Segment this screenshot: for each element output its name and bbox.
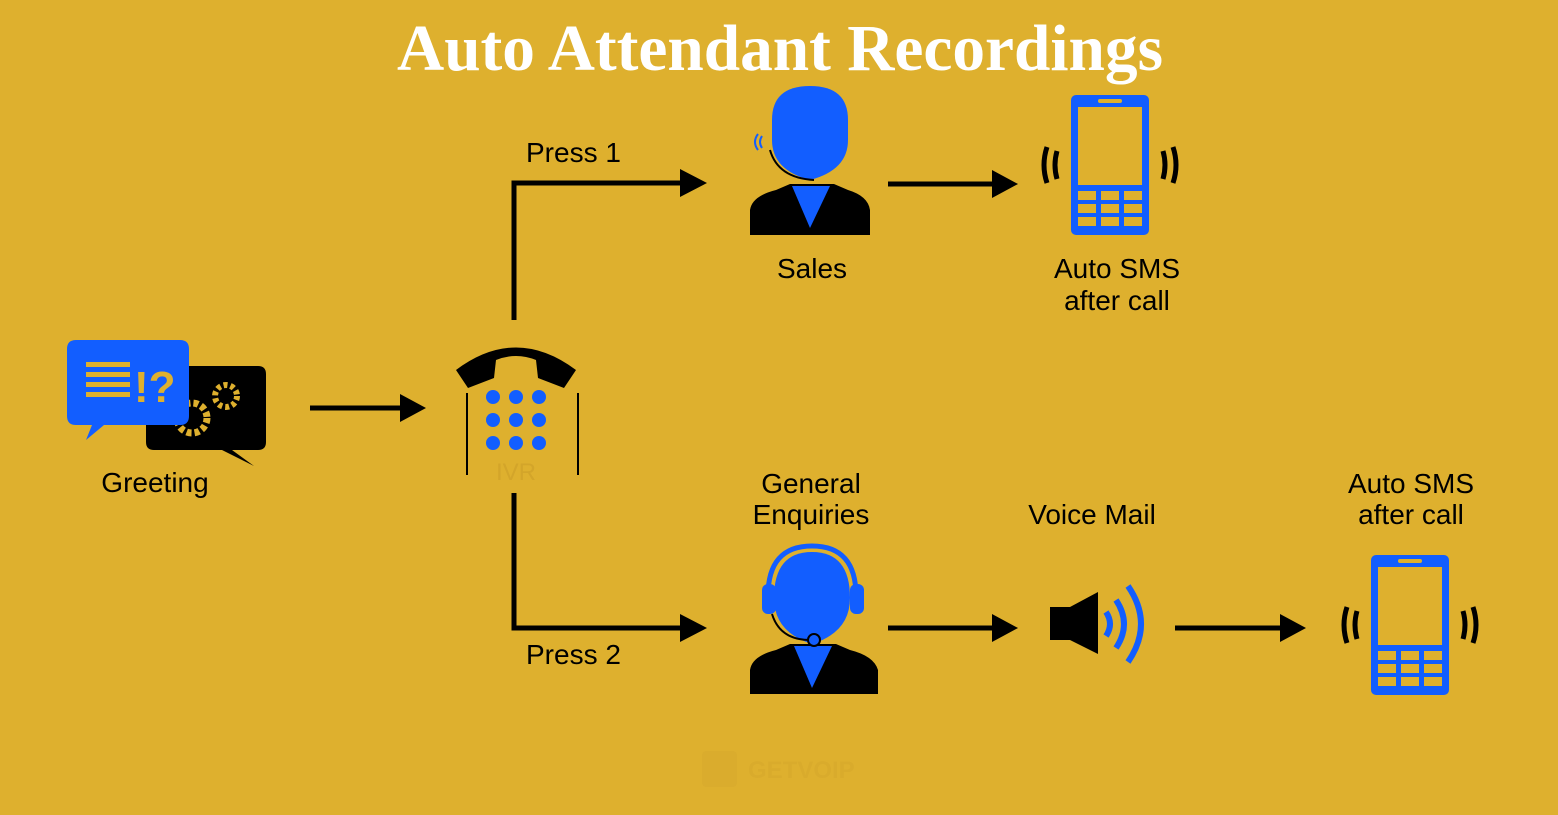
press1-label: Press 1 [526,137,621,168]
svg-text:!?: !? [134,363,176,412]
greeting-chat-icon: !? [67,340,266,466]
general-label-line1: General [761,468,861,499]
general-agent-icon [750,543,878,694]
general-label-line2: Enquiries [753,499,870,530]
sms-top-label-line1: Auto SMS [1054,253,1180,284]
mobile-phone-icon-bottom [1344,555,1476,695]
arrow-press1 [511,180,682,320]
connectors [310,180,1282,631]
sms-bottom-label-line2: after call [1358,499,1464,530]
sales-agent-icon [750,86,870,235]
svg-text:GETVOIP: GETVOIP [748,757,855,784]
arrowheads [400,169,1306,642]
page-title: Auto Attendant Recordings [397,12,1163,85]
voicemail-label: Voice Mail [1028,499,1156,530]
ivr-label: IVR [496,459,536,486]
mobile-phone-icon-top [1044,95,1176,235]
speaker-icon [1050,584,1144,664]
ivr-phone-icon: IVR [456,347,579,486]
sms-bottom-label-line1: Auto SMS [1348,468,1474,499]
press2-label: Press 2 [526,639,621,670]
arrow-press2 [511,493,682,631]
getvoip-watermark-logo: GETVOIP [702,751,855,787]
greeting-label: Greeting [101,467,208,498]
sms-top-label-line2: after call [1064,285,1170,316]
sales-label: Sales [777,253,847,284]
